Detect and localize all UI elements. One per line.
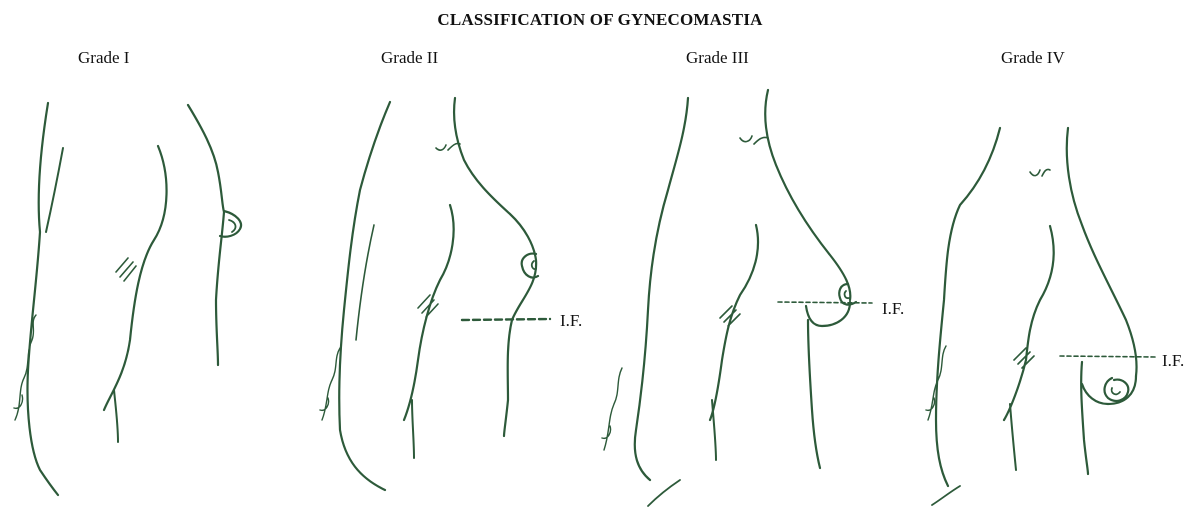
grade-1-signature (14, 315, 36, 420)
grade-4-arm-line (1004, 226, 1054, 420)
grade-4-fold-line (1060, 356, 1156, 357)
grade-3-chest-profile (765, 90, 850, 300)
grade-3-figure: I.F. (602, 90, 904, 506)
grade-2-chest-profile (454, 98, 536, 436)
grade-1-chest-profile (188, 105, 224, 365)
grade-3-nipple (839, 284, 856, 305)
grade-4-fold-label: I.F. (1162, 351, 1184, 370)
grade-3-signature (602, 368, 622, 450)
grade-2-clavicle-mark (436, 143, 460, 150)
grade-1-arm-lower-line (114, 390, 118, 442)
grade-2-back-inner-line (356, 225, 374, 340)
grade-3-back-lower-line (648, 480, 680, 506)
grade-1-armpit-hatch (116, 258, 136, 281)
grade-4-areola (1112, 388, 1120, 394)
grade-3-fold-label: I.F. (882, 299, 904, 318)
grade-4-nipple (1105, 378, 1129, 401)
grade-2-arm-line (404, 205, 454, 420)
grade-2-arm-lower-line (412, 400, 414, 458)
grade-4-back-lower-line (932, 486, 960, 505)
grade-4-clavicle-mark (1030, 169, 1050, 176)
grade-2-fold-line (462, 319, 550, 320)
grade-2-fold-label: I.F. (560, 311, 582, 330)
grade-3-back-line (635, 98, 688, 480)
grade-3-armpit-hatch (720, 306, 740, 326)
grade-3-arm-line (710, 225, 758, 420)
grade-3-clavicle-mark (740, 136, 768, 144)
grade-3-breast-fold (806, 302, 850, 326)
grade-2-figure: I.F. (320, 98, 582, 490)
grade-3-torso-below (808, 320, 820, 468)
grade-1-arm-line (104, 146, 167, 410)
grade-4-armpit-hatch (1014, 348, 1034, 368)
grade-2-back-line (339, 102, 390, 490)
grade-3-fold-line (778, 302, 872, 303)
grade-1-figure (14, 103, 241, 495)
grade-2-armpit-hatch (418, 295, 438, 317)
grade-1-back-line (28, 103, 59, 495)
grade-4-arm-lower-line (1010, 404, 1016, 470)
grade-4-chest-profile (1067, 128, 1137, 376)
grade-3-areola (845, 291, 849, 298)
grade-1-back-inner-line (46, 148, 63, 232)
grade-4-figure: I.F. (926, 128, 1184, 505)
grade-4-back-line (936, 128, 1000, 486)
grade-1-areola (229, 220, 236, 232)
grade-4-torso-below (1081, 362, 1088, 474)
grade-2-signature (320, 348, 340, 420)
